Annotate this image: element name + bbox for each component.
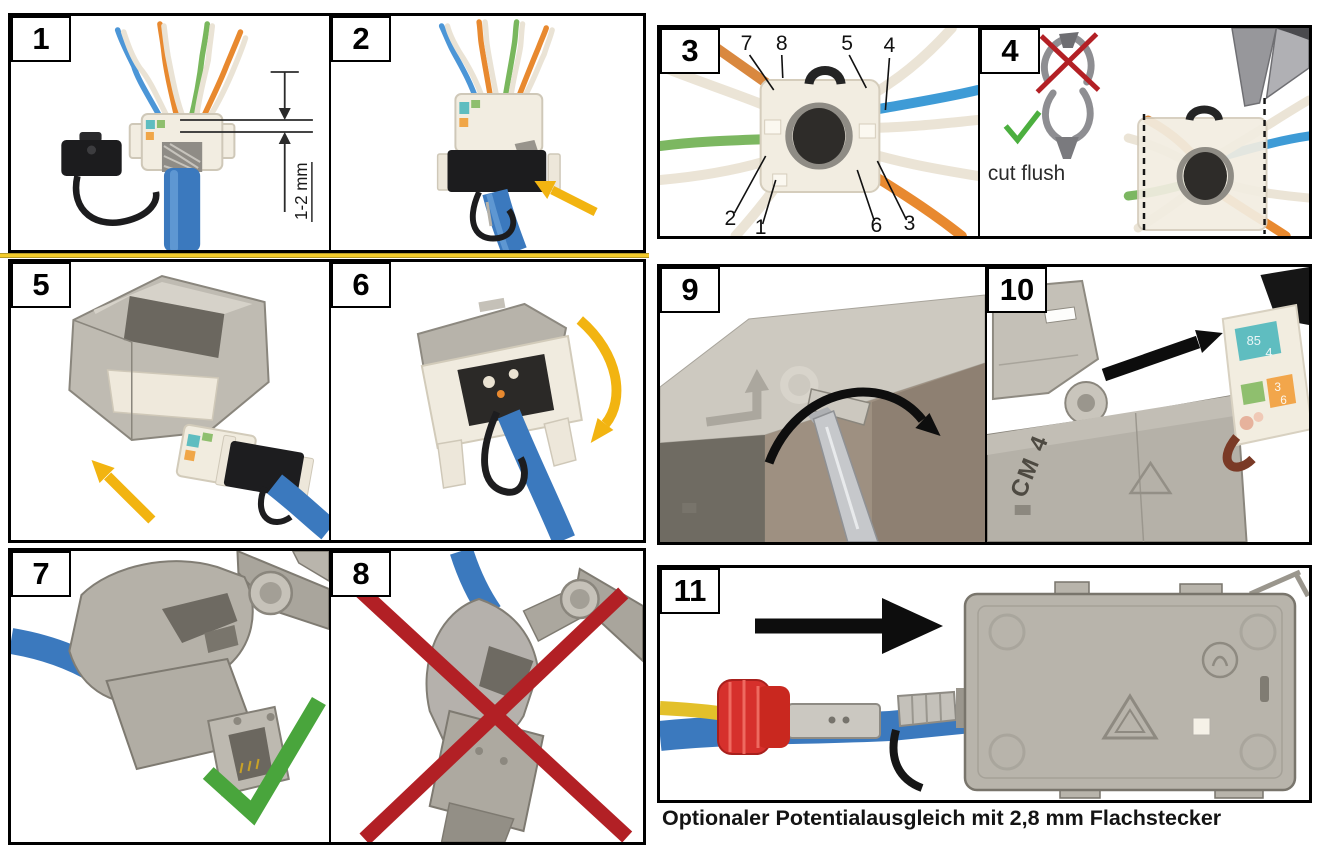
step-number-6: 6 bbox=[331, 262, 391, 308]
wire-label: 4 bbox=[884, 34, 896, 57]
step-panel-8: 8 bbox=[329, 551, 643, 842]
step-4-illustration: cut flush bbox=[988, 28, 1309, 236]
strip-length-label: 1-2 mm bbox=[292, 162, 311, 220]
step-8-illustration bbox=[353, 551, 643, 842]
manager-code: 3 bbox=[1274, 380, 1281, 394]
wire-number-labels: 7 8 5 4 2 1 6 3 bbox=[725, 32, 916, 236]
fixing-clip bbox=[436, 150, 561, 192]
screwdriver bbox=[807, 407, 879, 542]
cable bbox=[163, 168, 201, 250]
flat-plug bbox=[717, 679, 958, 755]
cable-assembly bbox=[175, 423, 329, 540]
wire-label: 7 bbox=[741, 32, 753, 55]
metal-housing bbox=[956, 569, 1309, 799]
step-panel-2: 2 bbox=[329, 16, 643, 250]
wire-manager bbox=[759, 66, 881, 193]
box-step-11: 11 bbox=[657, 565, 1312, 803]
box-steps-1-2: 1 bbox=[8, 13, 646, 253]
step-number-9: 9 bbox=[660, 267, 720, 313]
twisted-pairs bbox=[114, 21, 249, 127]
leader-lines bbox=[733, 54, 908, 225]
cable bbox=[497, 409, 575, 540]
wire-label: 5 bbox=[841, 32, 853, 55]
step-2-illustration bbox=[436, 19, 598, 250]
wire-label: 2 bbox=[725, 207, 737, 230]
step-number-7: 7 bbox=[11, 551, 71, 597]
wire-label: 8 bbox=[776, 32, 788, 55]
cross-icon bbox=[1035, 32, 1101, 94]
step-panel-3: 3 bbox=[660, 28, 978, 236]
step-7-illustration bbox=[11, 551, 329, 826]
step-9-illustration bbox=[660, 294, 985, 542]
check-icon bbox=[1003, 110, 1042, 145]
step-number-10: 10 bbox=[987, 267, 1047, 313]
black-arrow-icon bbox=[755, 598, 943, 654]
manager-code: 6 bbox=[1280, 393, 1287, 407]
strap bbox=[469, 190, 517, 242]
box-steps-9-10: 9 bbox=[657, 264, 1312, 545]
box-steps-3-4: 3 bbox=[657, 25, 1312, 239]
step-1-illustration: 1-2 mm bbox=[61, 21, 313, 250]
curved-arrow-icon bbox=[576, 316, 622, 443]
cut-lines bbox=[1142, 98, 1266, 234]
fixing-clip bbox=[61, 132, 160, 226]
step-10-illustration: CM 4 85 4 3 6 bbox=[987, 267, 1309, 542]
cutting-tool bbox=[1231, 28, 1309, 107]
wire-label: 1 bbox=[755, 216, 767, 236]
step-11-illustration bbox=[660, 569, 1309, 799]
wire-label: 6 bbox=[870, 214, 882, 236]
wire-label: 3 bbox=[904, 212, 916, 235]
wire-manager: 85 4 3 6 bbox=[1221, 267, 1309, 472]
step-6-illustration bbox=[416, 297, 622, 540]
twisted-pairs bbox=[438, 19, 555, 105]
black-curved-arrow-icon bbox=[764, 387, 941, 465]
step-panel-5: 5 bbox=[11, 262, 329, 540]
metal-housing bbox=[660, 294, 985, 542]
connector bbox=[416, 297, 583, 489]
cut-flush-label: cut flush bbox=[988, 162, 1065, 185]
wire-manager bbox=[454, 93, 544, 156]
step-panel-10: 10 CM 4 bbox=[985, 267, 1309, 542]
yellow-arrow-icon bbox=[534, 181, 598, 217]
step-number-4: 4 bbox=[980, 28, 1040, 74]
manager-code: 4 bbox=[1265, 345, 1272, 360]
metal-housing bbox=[68, 274, 270, 442]
wire-manager bbox=[1137, 105, 1268, 231]
shield-braid bbox=[161, 142, 203, 173]
black-arrow-icon bbox=[1101, 330, 1223, 382]
step-panel-1: 1 bbox=[11, 16, 329, 250]
step-number-3: 3 bbox=[660, 28, 720, 74]
cross-icon bbox=[353, 583, 633, 842]
connector bbox=[105, 657, 290, 797]
step-panel-9: 9 bbox=[660, 267, 985, 542]
flush-cutter-icon bbox=[1042, 87, 1094, 159]
step-number-1: 1 bbox=[11, 16, 71, 62]
step-panel-11: 11 bbox=[660, 568, 1309, 800]
step-panel-4: 4 cut flush bbox=[978, 28, 1309, 236]
step-number-2: 2 bbox=[331, 16, 391, 62]
dimension-arrow-icon bbox=[180, 71, 313, 222]
step-5-illustration bbox=[68, 274, 329, 540]
step-number-5: 5 bbox=[11, 262, 71, 308]
cable bbox=[482, 188, 527, 250]
check-icon bbox=[202, 696, 326, 826]
metal-housing-open: CM 4 bbox=[987, 279, 1248, 542]
strap bbox=[481, 410, 528, 496]
yellow-divider bbox=[0, 253, 649, 258]
step-number-11: 11 bbox=[660, 568, 720, 614]
yellow-arrow-icon bbox=[91, 460, 156, 524]
box-steps-7-8: 7 bbox=[8, 548, 646, 845]
optional-bonding-caption: Optionaler Potentialausgleich mit 2,8 mm… bbox=[662, 806, 1222, 830]
box-steps-5-6: 5 bbox=[8, 259, 646, 543]
step-panel-6: 6 bbox=[329, 262, 643, 540]
step-number-8: 8 bbox=[331, 551, 391, 597]
step-panel-7: 7 bbox=[11, 551, 329, 842]
manager-code: 85 bbox=[1247, 333, 1261, 348]
